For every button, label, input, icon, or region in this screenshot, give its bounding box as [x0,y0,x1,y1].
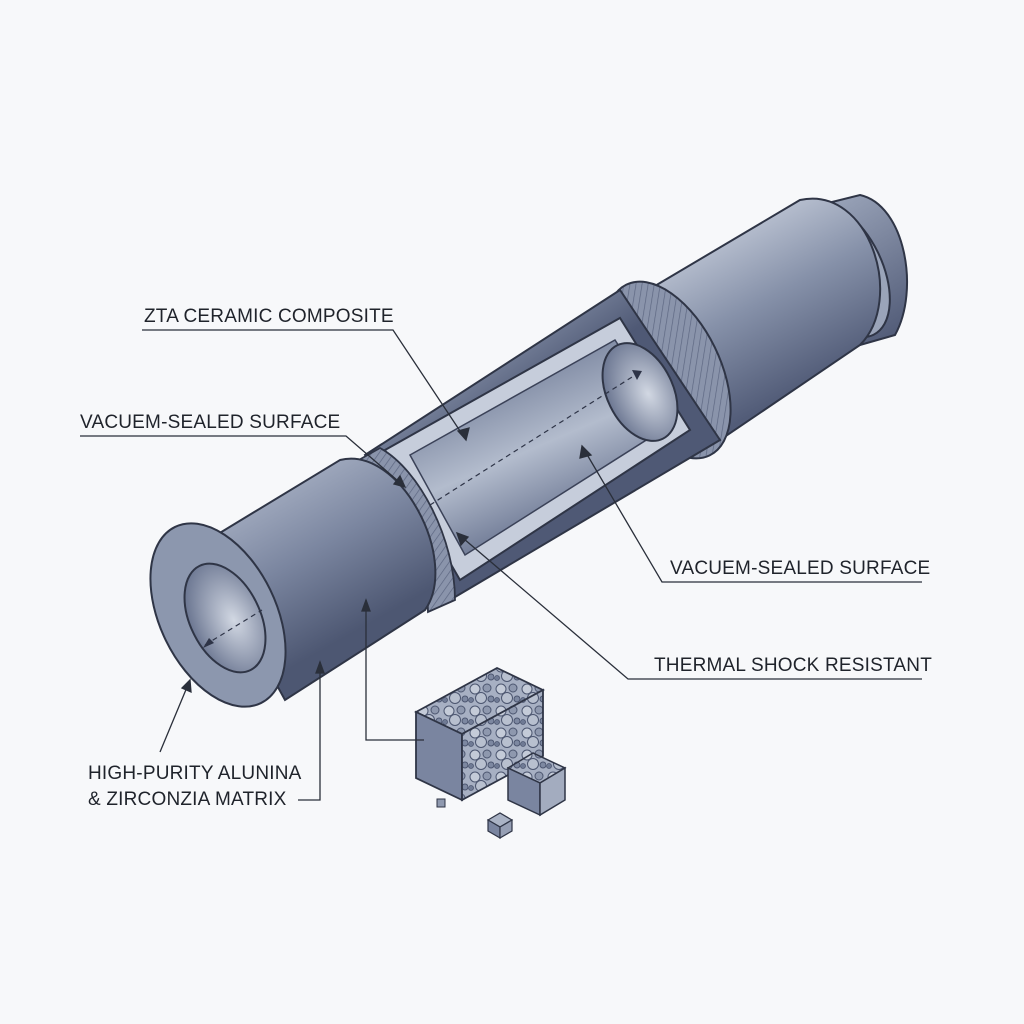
bore-axis [429,371,641,506]
leader-zta [142,329,467,441]
leader-vacuum-left [80,435,406,488]
left-tube [149,457,437,708]
leader-vacuum-right [581,445,922,583]
sample-cube-tiny [436,798,446,808]
matrix-sample-block [414,666,567,840]
label-zta-ceramic-composite: ZTA CERAMIC COMPOSITE [144,306,394,327]
label-matrix-line1: HIGH-PURITY ALUNINA [88,763,302,784]
leader-matrix-right [298,662,321,801]
label-vacuum-sealed-right: VACUEM-SEALED SURFACE [670,558,931,579]
bore-opening [601,342,679,442]
leader-block [365,600,424,741]
central-body [347,288,722,614]
label-thermal-shock-resistant: THERMAL SHOCK RESISTANT [654,655,933,676]
leader-matrix-left [159,679,191,753]
leader-lines [80,329,922,801]
label-matrix-line2: & ZIRCONZIA MATRIX [88,789,287,810]
leader-thermal [456,532,922,680]
label-vacuum-sealed-left: VACUEM-SEALED SURFACE [80,412,341,433]
